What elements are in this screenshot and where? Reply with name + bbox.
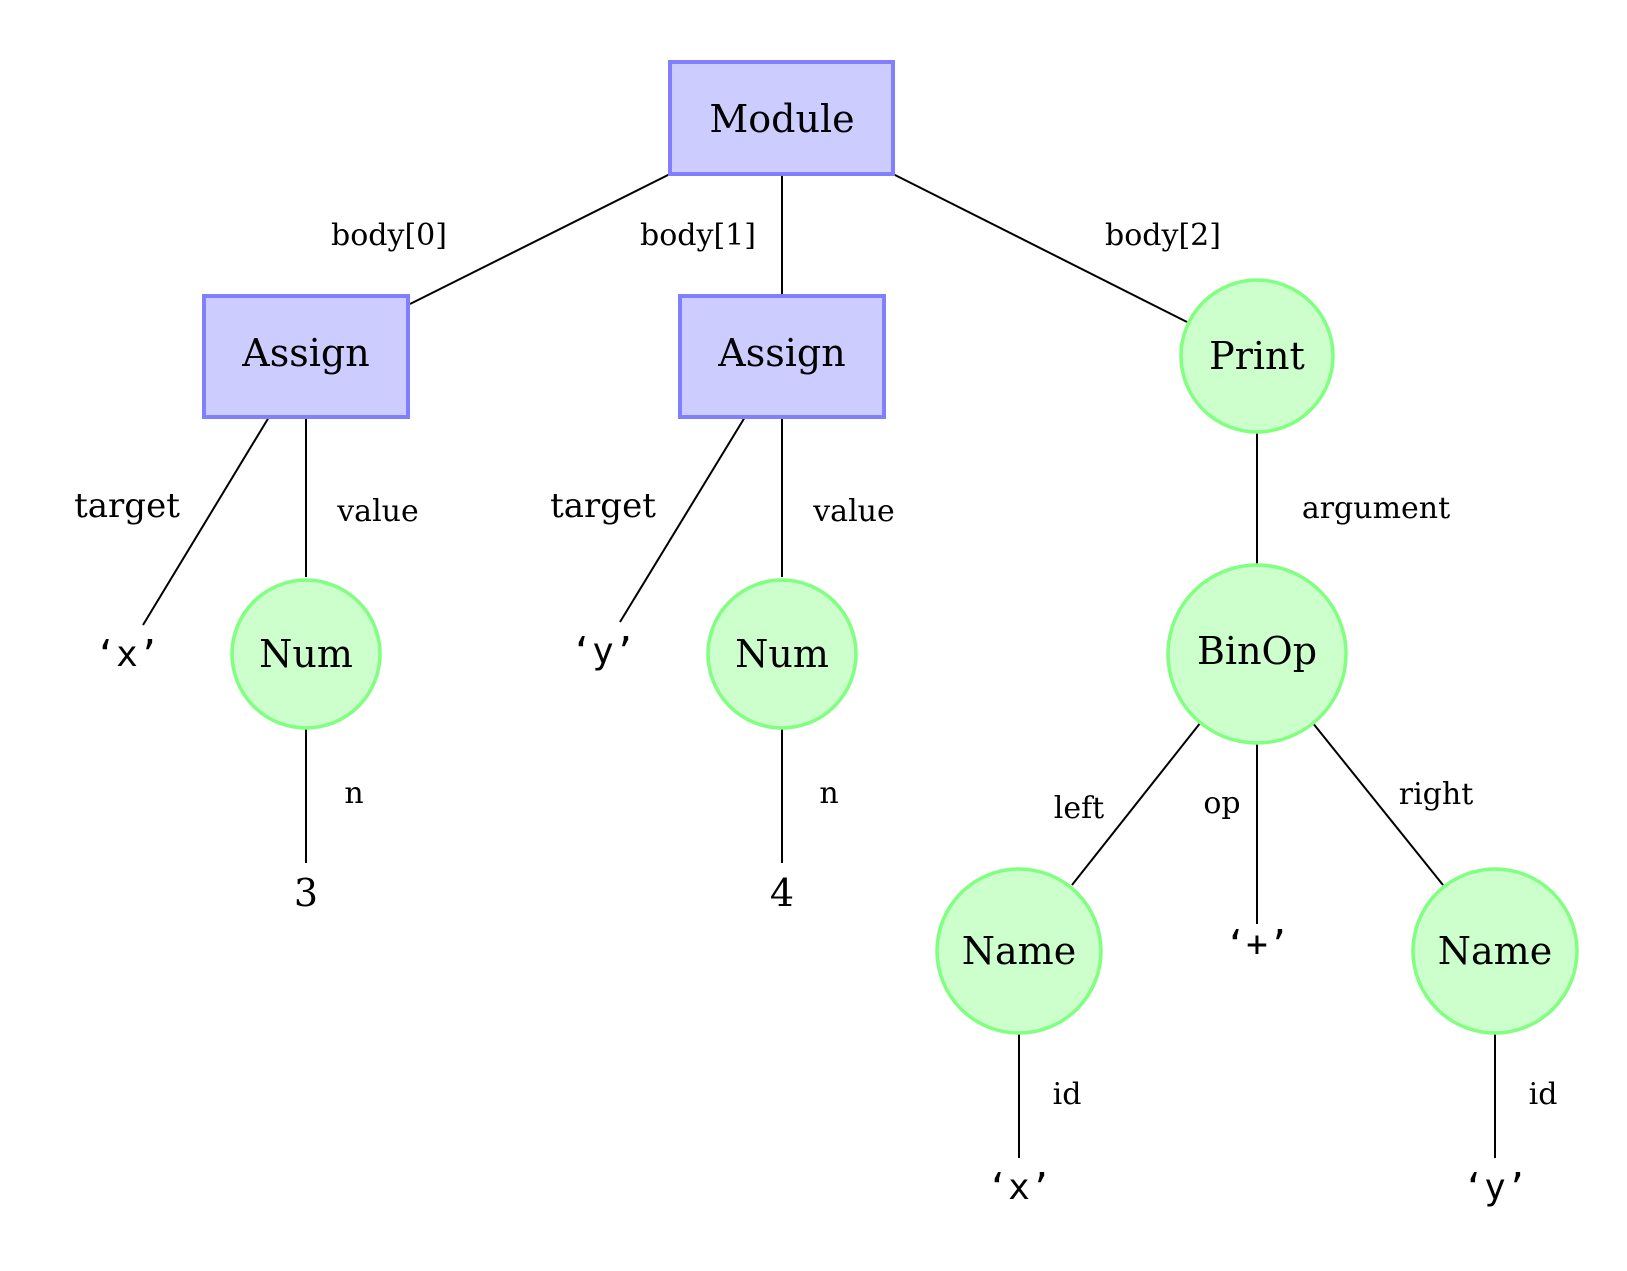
edge-label-left: left bbox=[1054, 791, 1105, 826]
assign-label-1: Assign bbox=[717, 331, 845, 375]
edge-label-body-0: body[0] bbox=[331, 218, 447, 253]
leaf-values: ‘x’ ‘y’ 3 4 ‘+’ ‘x’ ‘y’ bbox=[94, 631, 1527, 1208]
edge-label-target-1: target bbox=[550, 486, 656, 526]
edge-label-value-0: value bbox=[336, 494, 419, 529]
edge-module-print bbox=[892, 173, 1188, 323]
assign-node-0: Assign bbox=[202, 294, 410, 419]
edge-module-assign-0 bbox=[409, 173, 671, 305]
leaf-n-0: 3 bbox=[294, 871, 318, 915]
leaf-target-0: ‘x’ bbox=[94, 634, 159, 675]
assign-label-0: Assign bbox=[241, 331, 369, 375]
edge-label-id-left: id bbox=[1053, 1077, 1082, 1112]
binop-label: BinOp bbox=[1197, 629, 1317, 673]
module-label: Module bbox=[709, 97, 854, 141]
edge-label-id-right: id bbox=[1529, 1077, 1558, 1112]
num-node-0: Num bbox=[230, 578, 382, 730]
binop-node: BinOp bbox=[1166, 563, 1348, 745]
name-node-right: Name bbox=[1411, 867, 1579, 1035]
edge-label-target-0: target bbox=[74, 486, 180, 526]
name-label-left: Name bbox=[962, 929, 1076, 973]
edges bbox=[142, 173, 1496, 1158]
edge-label-op: op bbox=[1203, 786, 1240, 821]
num-node-1: Num bbox=[706, 578, 858, 730]
leaf-id-right: ‘y’ bbox=[1462, 1167, 1527, 1208]
edge-label-body-1: body[1] bbox=[640, 218, 756, 253]
num-label-1: Num bbox=[735, 632, 829, 676]
module-node: Module bbox=[668, 60, 895, 176]
leaf-target-1: ‘y’ bbox=[570, 631, 635, 672]
edge-binop-right bbox=[1311, 721, 1444, 886]
name-label-right: Name bbox=[1438, 929, 1552, 973]
print-node: Print bbox=[1179, 278, 1335, 434]
edge-label-body-2: body[2] bbox=[1105, 218, 1221, 253]
edge-label-n-0: n bbox=[344, 776, 363, 811]
edge-label-n-1: n bbox=[819, 776, 838, 811]
edge-binop-left bbox=[1071, 721, 1202, 886]
edge-label-value-1: value bbox=[812, 494, 895, 529]
edge-labels: body[0] body[1] body[2] target value tar… bbox=[74, 218, 1557, 1112]
leaf-id-left: ‘x’ bbox=[986, 1167, 1051, 1208]
name-node-left: Name bbox=[935, 867, 1103, 1035]
edge-label-right: right bbox=[1399, 777, 1474, 812]
leaf-op: ‘+’ bbox=[1224, 924, 1289, 965]
edge-assign-0-target bbox=[142, 416, 270, 626]
leaf-n-1: 4 bbox=[770, 871, 794, 915]
num-label-0: Num bbox=[259, 632, 353, 676]
assign-node-1: Assign bbox=[678, 294, 886, 419]
edge-assign-1-target bbox=[619, 416, 746, 623]
edge-label-argument: argument bbox=[1302, 491, 1450, 526]
print-label: Print bbox=[1209, 334, 1305, 378]
